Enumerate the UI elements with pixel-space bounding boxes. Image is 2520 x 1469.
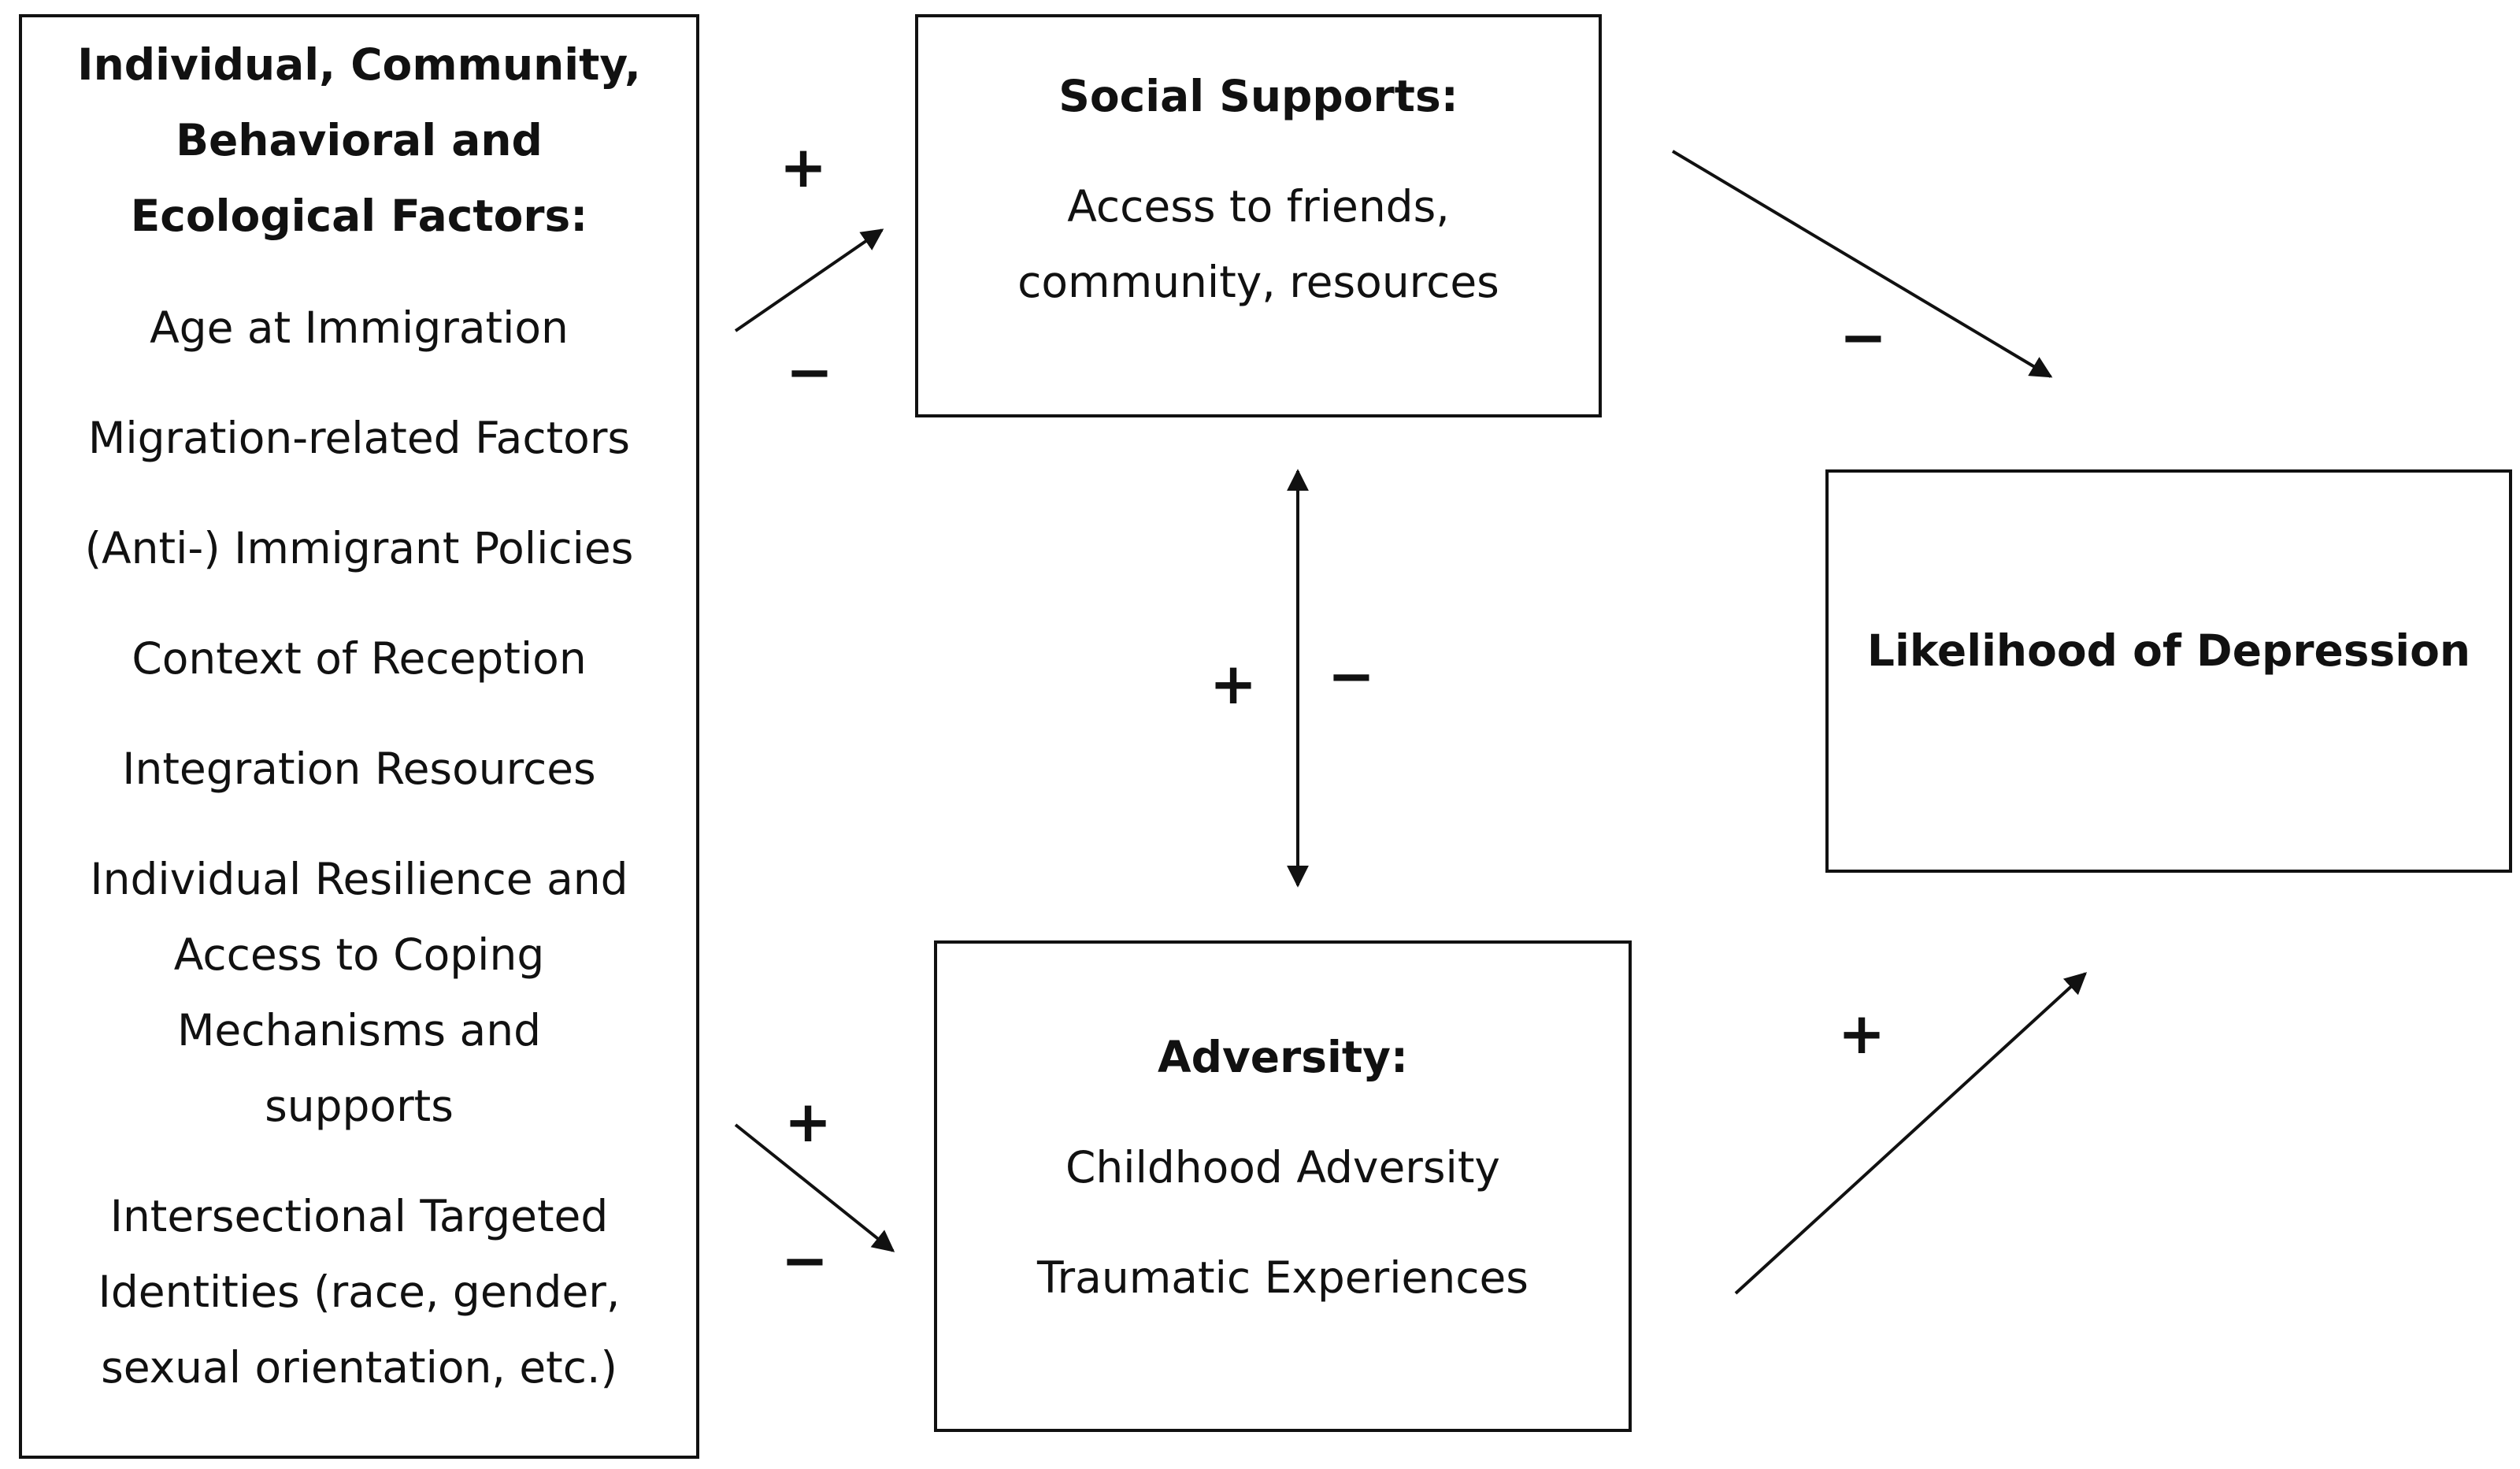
factor-item-policies: (Anti-) Immigrant Policies (19, 510, 699, 586)
sign-factors-adversity-minus: − (780, 1227, 829, 1293)
factor-item-line: Access to Coping (173, 929, 545, 980)
social-supports-description: Access to friends, community, resources (915, 169, 1602, 320)
factors-title-line: Behavioral and (176, 115, 543, 165)
sign-bidirectional-plus: + (1209, 651, 1258, 717)
factors-title-line: Ecological Factors: (130, 191, 588, 241)
factors-box (19, 14, 699, 1459)
factor-item-line: Age at Immigration (150, 302, 569, 353)
adversity-title: Adversity: (1158, 1032, 1408, 1082)
factors-title: Individual, Community, Behavioral and Ec… (19, 27, 699, 254)
factor-item-line: supports (265, 1081, 454, 1131)
adversity-list: Childhood Adversity Traumatic Experience… (934, 1130, 1632, 1350)
adversity-item-trauma: Traumatic Experiences (1037, 1252, 1529, 1303)
sign-adversity-depression-plus: + (1837, 1000, 1886, 1067)
factors-title-line: Individual, Community, (77, 39, 641, 90)
depression-title: Likelihood of Depression (1866, 625, 2471, 676)
adversity-item-childhood: Childhood Adversity (1065, 1142, 1500, 1193)
sign-factors-social-plus: + (779, 134, 828, 200)
factor-item-resilience: Individual Resilience and Access to Copi… (19, 841, 699, 1144)
sign-bidirectional-minus: − (1327, 643, 1376, 709)
factor-item-line: Individual Resilience and (90, 854, 628, 904)
arrow-factors-to-social (734, 228, 884, 332)
depression-box (1825, 469, 2512, 873)
factor-item-line: sexual orientation, etc.) (101, 1342, 617, 1393)
factor-item-line: Mechanisms and (176, 1005, 542, 1055)
factor-item-line: Integration Resources (122, 744, 596, 794)
factors-list: Age at Immigration Migration-related Fac… (19, 290, 699, 1440)
adversity-box (934, 940, 1632, 1432)
social-supports-title: Social Supports: (1058, 71, 1458, 121)
social-supports-line: community, resources (1017, 257, 1499, 307)
sign-social-depression-minus: − (1839, 304, 1888, 370)
arrow-adversity-to-depression (1734, 972, 2088, 1295)
sign-factors-social-minus: − (785, 339, 834, 405)
factor-item-line: (Anti-) Immigrant Policies (84, 523, 634, 573)
factor-item-reception: Context of Reception (19, 621, 699, 696)
factor-item-line: Migration-related Factors (87, 413, 631, 463)
factor-item-identities: Intersectional Targeted Identities (race… (19, 1178, 699, 1405)
factor-item-line: Context of Reception (132, 633, 587, 684)
factor-item-line: Identities (race, gender, (98, 1267, 621, 1317)
social-supports-box (915, 14, 1602, 417)
factor-item-age: Age at Immigration (19, 290, 699, 365)
sign-factors-adversity-plus: + (784, 1089, 832, 1155)
factor-item-migration: Migration-related Factors (19, 400, 699, 476)
social-supports-line: Access to friends, (1067, 181, 1450, 232)
factor-item-integration: Integration Resources (19, 731, 699, 807)
factor-item-line: Intersectional Targeted (109, 1191, 609, 1241)
